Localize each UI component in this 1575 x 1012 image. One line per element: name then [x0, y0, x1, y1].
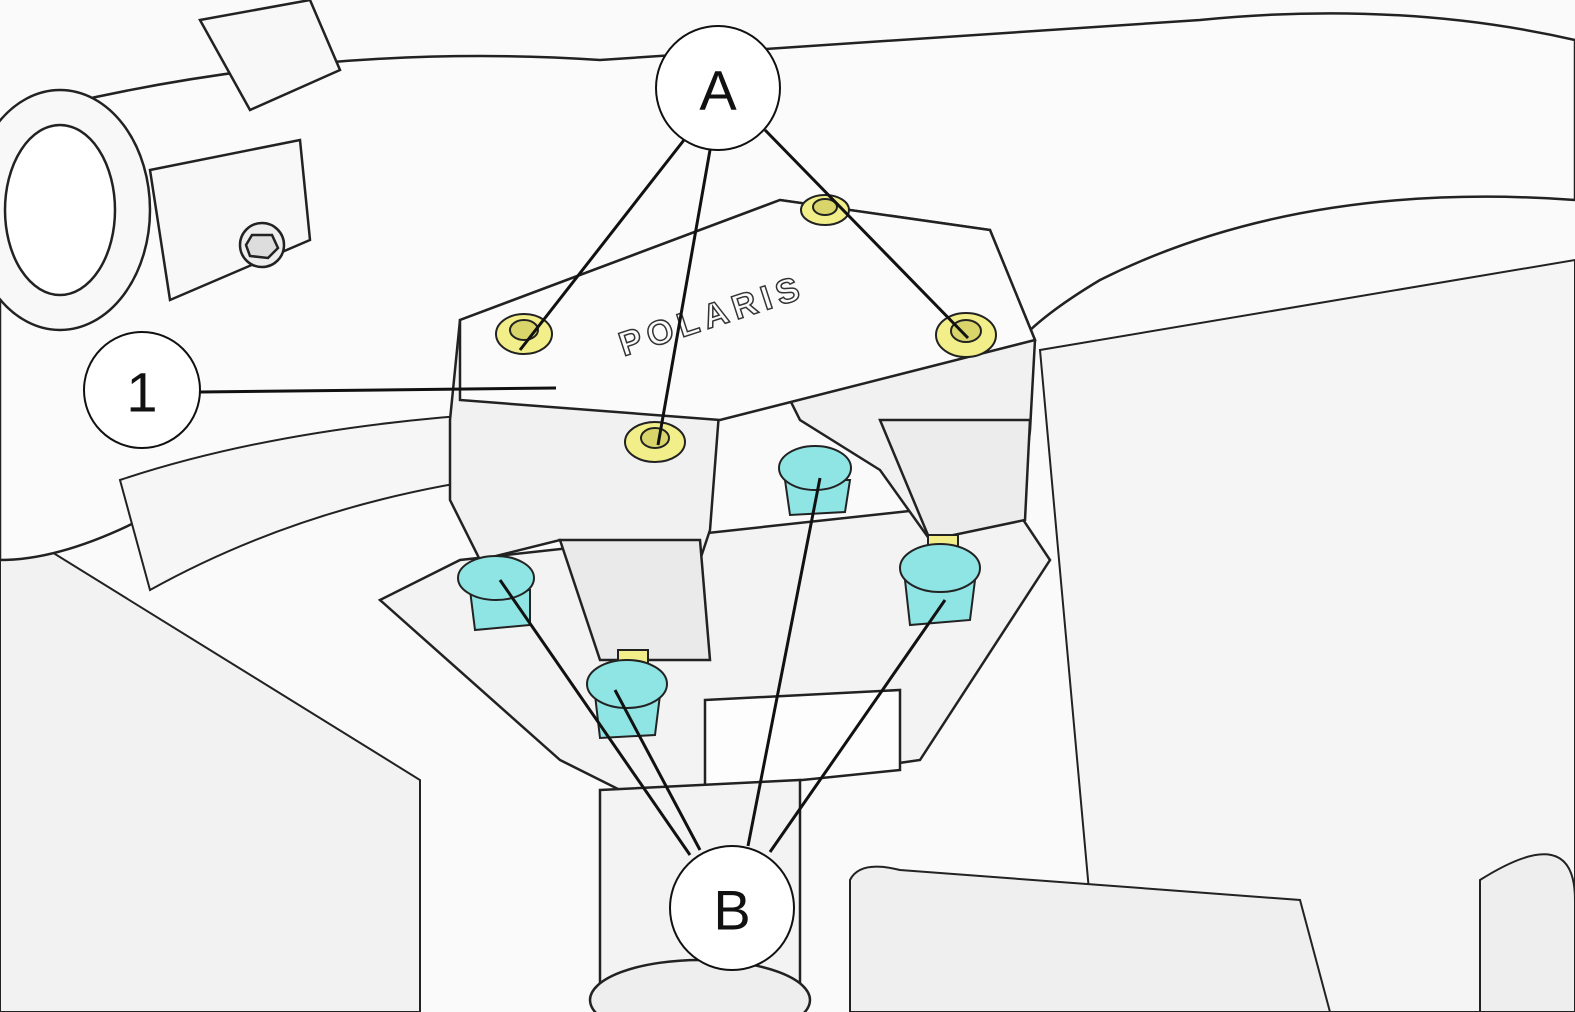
callout-b-label: B	[713, 879, 750, 942]
bushing-2	[586, 659, 668, 740]
callout-1: 1	[83, 331, 201, 449]
callout-b: B	[669, 845, 795, 971]
stem	[377, 498, 1052, 1012]
callout-1-label: 1	[126, 361, 157, 424]
bolt-2	[624, 421, 686, 463]
hex-bolt-icon	[244, 233, 280, 260]
bushing-4	[899, 543, 981, 627]
bolt-bushings	[457, 445, 981, 740]
bushing-1	[457, 555, 535, 632]
leader-lines	[199, 128, 970, 856]
mirror-mount	[0, 0, 342, 332]
callout-a-label: A	[699, 59, 737, 122]
background-frame	[0, 258, 1575, 1012]
handlebar-clamp: POLARIS	[448, 198, 1037, 662]
callout-a: A	[655, 25, 781, 151]
